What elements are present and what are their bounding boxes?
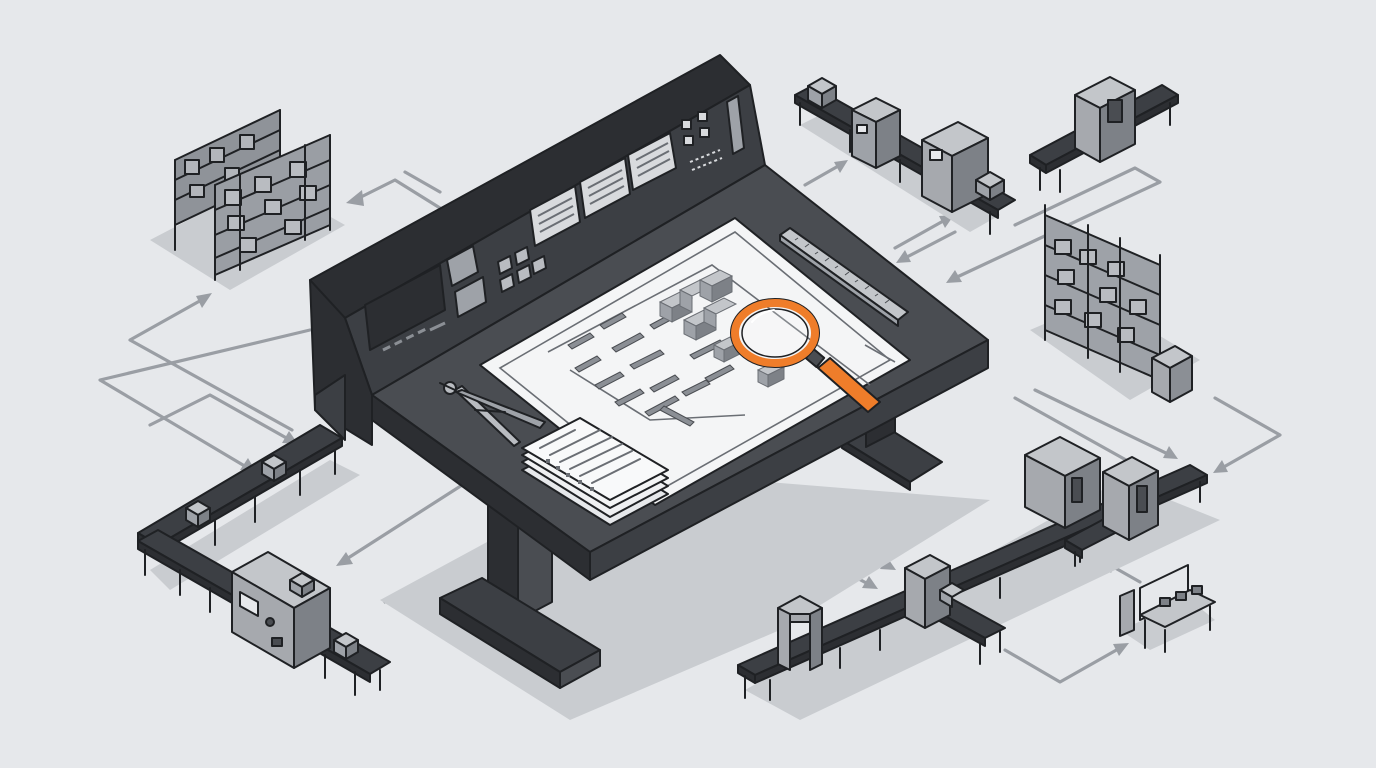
flow-arrow-icon bbox=[1213, 396, 1282, 473]
scanner-gate-icon bbox=[904, 554, 965, 629]
bar-stacks bbox=[658, 269, 786, 388]
monitor-screen bbox=[364, 264, 446, 351]
flow-arrow-icon bbox=[1003, 643, 1129, 684]
storage-rack-icon bbox=[150, 109, 345, 290]
scanner-gate-icon bbox=[1024, 436, 1101, 529]
scanner-gate-icon bbox=[921, 121, 1005, 213]
control-console-icon bbox=[309, 54, 989, 689]
flow-arrow-icon bbox=[336, 478, 472, 566]
ruler-icon bbox=[779, 227, 909, 327]
button-cluster bbox=[681, 95, 745, 171]
flow-arrow-icon bbox=[346, 178, 442, 210]
workstation-table-icon bbox=[1119, 564, 1216, 653]
flow-arrow-icon bbox=[893, 215, 954, 250]
drafting-compass-icon bbox=[439, 381, 546, 447]
flow-arrow-icon bbox=[403, 170, 442, 194]
status-display bbox=[627, 132, 677, 191]
status-display bbox=[529, 185, 581, 247]
processing-machine-icon bbox=[231, 551, 331, 669]
storage-rack-icon bbox=[1030, 204, 1200, 403]
document-stack-icon bbox=[521, 417, 669, 526]
indicator-lights bbox=[382, 321, 446, 352]
scanner-gate-icon bbox=[851, 97, 901, 169]
flow-arrow-icon bbox=[128, 293, 294, 432]
scanner-gate-icon bbox=[777, 595, 823, 671]
flow-arrow-icon bbox=[896, 230, 957, 263]
magnifying-glass-icon bbox=[730, 298, 881, 413]
flow-arrow-icon bbox=[1033, 388, 1178, 459]
scanner-gate-icon bbox=[1102, 456, 1159, 541]
flow-arrow-icon bbox=[803, 160, 848, 187]
flow-arrow-icon bbox=[1013, 396, 1137, 467]
status-display bbox=[579, 157, 631, 219]
scanner-gate-icon bbox=[1074, 76, 1136, 163]
